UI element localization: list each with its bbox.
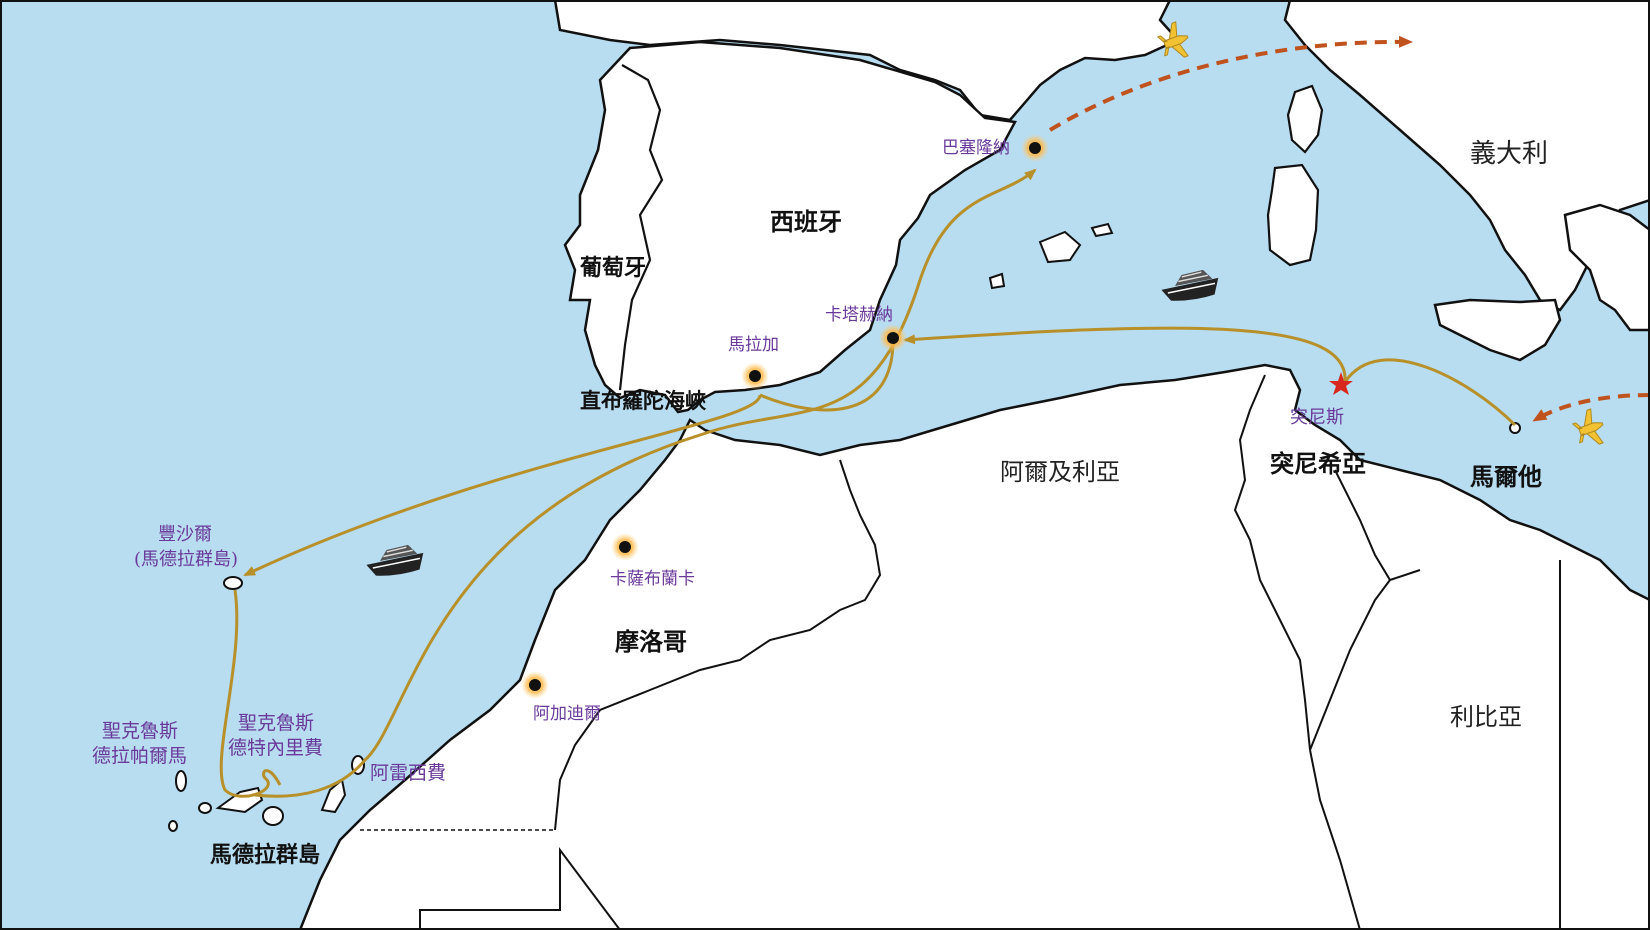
label-santa-cruz-palma: 聖克魯斯: [102, 720, 178, 742]
city-dot-agadir: [521, 671, 549, 699]
border-algeria-south: [1309, 749, 1361, 930]
label-santa-cruz-tenerife-sub: 德特內里費: [228, 737, 323, 759]
flight-into-malta: [1532, 393, 1650, 422]
label-arrecife: 阿雷西費: [370, 762, 446, 784]
star-icon: [1329, 372, 1353, 395]
city-dot-cartagena: [879, 324, 907, 352]
label-libya: 利比亞: [1450, 703, 1522, 731]
city-dot-malaga: [741, 362, 769, 390]
route-malaga-funchal: [243, 394, 762, 577]
land-ibiza: [988, 272, 1006, 290]
label-morocco: 摩洛哥: [615, 628, 687, 656]
label-tunisia: 突尼希亞: [1270, 450, 1366, 478]
land-menorca: [1090, 222, 1114, 238]
border-morocco-algeria: [554, 459, 882, 831]
label-cartagena: 卡塔赫納: [825, 305, 893, 325]
label-portugal: 葡萄牙: [579, 256, 646, 281]
label-canary-islands: 馬德拉群島: [210, 842, 320, 868]
land-sicily: [1433, 298, 1562, 362]
label-malta: 馬爾他: [1470, 463, 1542, 491]
border-south: [419, 847, 621, 930]
land-italy-south: [1563, 203, 1650, 332]
label-funchal-sub: (馬德拉群島): [134, 549, 238, 570]
land-gran-canaria: [262, 806, 284, 826]
city-dot-casablanca: [611, 533, 639, 561]
city-dot-barcelona: [1021, 134, 1049, 162]
land-island-1: [175, 770, 187, 792]
border-algeria-libya: [1309, 569, 1421, 751]
label-gibraltar-strait: 直布羅陀海峽: [580, 389, 707, 413]
border-portugal-spain: [618, 64, 664, 391]
route-funchal-canaries: [219, 589, 282, 798]
land-mallorca: [1038, 230, 1082, 264]
label-tunis: 突尼斯: [1290, 407, 1344, 428]
label-italy: 義大利: [1470, 139, 1548, 169]
label-algeria: 阿爾及利亞: [1000, 458, 1120, 486]
land-iberia: [563, 40, 1017, 414]
route-tunis-cartagena: [903, 326, 1347, 383]
label-casablanca: 卡薩布蘭卡: [610, 569, 695, 589]
land-sardinia: [1266, 163, 1320, 267]
label-spain: 西班牙: [770, 208, 842, 236]
label-barcelona: 巴塞隆納: [942, 138, 1010, 158]
label-funchal: 豐沙爾: [158, 524, 212, 545]
land-island-3: [168, 820, 178, 832]
route-canaries-barcelona: [254, 168, 1037, 798]
label-santa-cruz-tenerife: 聖克魯斯: [238, 712, 314, 734]
land-corsica: [1286, 84, 1324, 154]
label-malaga: 馬拉加: [728, 335, 779, 355]
border-tunisia-libya: [1334, 469, 1391, 581]
flight-barcelona-italy: [1048, 35, 1413, 132]
land-north-africa: [298, 363, 1650, 930]
land-fuerteventura: [320, 778, 347, 814]
land-island-2: [198, 802, 212, 814]
border-algeria-tunisia: [1233, 374, 1311, 751]
land-funchal-island: [223, 576, 243, 590]
route-tunis-malta: [1343, 358, 1517, 427]
route-cartagena-malaga: [759, 344, 895, 412]
label-agadir: 阿加迪爾: [533, 704, 601, 724]
label-santa-cruz-palma-sub: 德拉帕爾馬: [92, 745, 187, 767]
